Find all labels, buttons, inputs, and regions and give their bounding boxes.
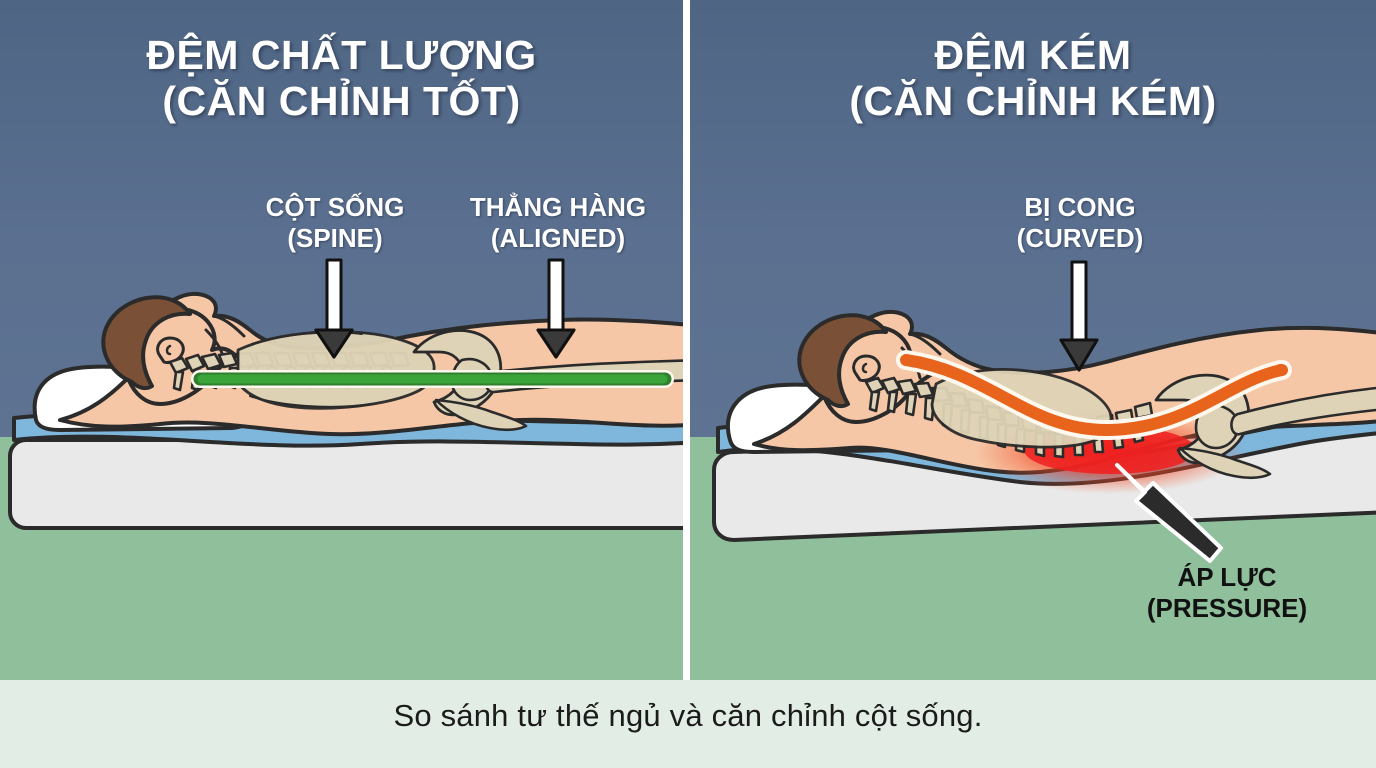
callout-aligned-line1: THẲNG HÀNG: [469, 192, 647, 222]
illustration-right: [690, 0, 1376, 680]
alignment-line-orange: [896, 350, 1292, 441]
callout-pressure-line2: (PRESSURE): [1146, 592, 1308, 623]
callout-pressure: ÁP LỰC (PRESSURE): [1122, 562, 1332, 623]
mattress-left: [8, 438, 683, 530]
diagonal-arrow-icon-pressure: [1115, 463, 1223, 563]
panel-good-mattress: ĐỆM CHẤT LƯỢNG (CĂN CHỈNH TỐT) CỘT SỐNG …: [0, 0, 683, 680]
down-arrow-icon-aligned: [536, 258, 576, 359]
callout-spine-line2: (SPINE): [287, 222, 383, 253]
callout-spine-line1: CỘT SỐNG: [265, 192, 405, 222]
panel-left-title-line2: (CĂN CHỈNH TỐT): [162, 78, 521, 125]
caption-text: So sánh tư thế ngủ và căn chỉnh cột sống…: [393, 698, 983, 733]
panel-right-title: ĐỆM KÉM (CĂN CHỈNH KÉM): [690, 32, 1376, 125]
illustration-left: [0, 0, 683, 680]
callout-aligned: THẲNG HÀNG (ALIGNED): [458, 192, 658, 253]
down-arrow-icon-spine: [314, 258, 354, 359]
caption-band: [0, 680, 1376, 768]
panel-left-title-line1: ĐỆM CHẤT LƯỢNG: [146, 32, 537, 78]
panel-left-title: ĐỆM CHẤT LƯỢNG (CĂN CHỈNH TỐT): [0, 32, 683, 125]
panel-poor-mattress: ĐỆM KÉM (CĂN CHỈNH KÉM) BỊ CONG (CURVED)…: [690, 0, 1376, 680]
callout-curved-line1: BỊ CONG: [1024, 192, 1136, 222]
callout-spine: CỘT SỐNG (SPINE): [255, 192, 415, 253]
callout-pressure-line1: ÁP LỰC: [1177, 562, 1277, 592]
callout-aligned-line2: (ALIGNED): [490, 222, 626, 253]
panel-divider: [683, 0, 690, 680]
callout-curved-line2: (CURVED): [1016, 222, 1144, 253]
panel-right-title-line1: ĐỆM KÉM: [934, 32, 1132, 78]
callout-curved: BỊ CONG (CURVED): [990, 192, 1170, 253]
down-arrow-icon-curved: [1059, 260, 1099, 372]
panel-right-title-line2: (CĂN CHỈNH KÉM): [849, 78, 1217, 125]
